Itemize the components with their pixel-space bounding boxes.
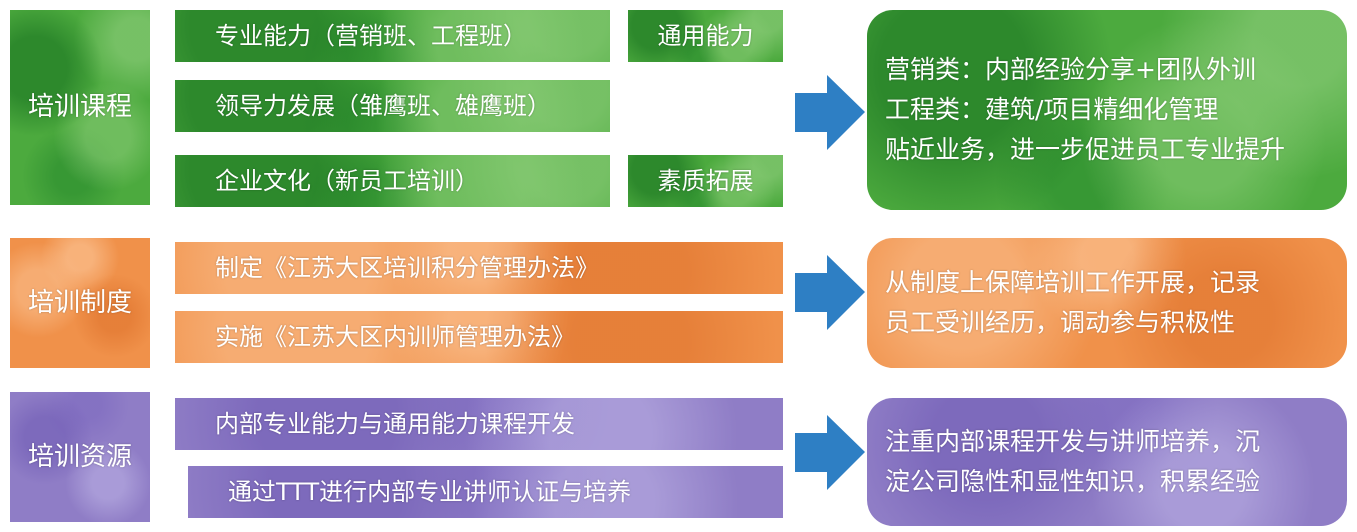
- course-tag-quality-expansion: 素质拓展: [628, 155, 783, 207]
- training-system-label: 培训制度: [10, 238, 150, 368]
- course-item-leadership: 领导力发展（雏鹰班、雄鹰班）: [175, 80, 610, 132]
- resource-result-line-2: 淀公司隐性和显性知识，积累经验: [885, 467, 1261, 496]
- resource-item-ttt: 通过TTT进行内部专业讲师认证与培养: [188, 466, 783, 518]
- system-item-points: 制定《江苏大区培训积分管理办法》: [175, 242, 783, 294]
- course-result-line-3: 贴近业务，进一步促进员工专业提升: [885, 135, 1286, 164]
- training-resources-label: 培训资源: [10, 392, 150, 522]
- arrow-right-icon: [795, 415, 865, 490]
- system-item-trainers: 实施《江苏大区内训师管理办法》: [175, 311, 783, 363]
- course-result-line-1: 营销类：内部经验分享+团队外训: [885, 55, 1256, 84]
- course-item-professional: 专业能力（营销班、工程班）: [175, 10, 610, 62]
- course-item-culture: 企业文化（新员工培训）: [175, 155, 610, 207]
- system-result-line-2: 员工受训经历，调动参与积极性: [885, 308, 1236, 337]
- course-result-line-2: 工程类：建筑/项目精细化管理: [885, 95, 1219, 124]
- system-result-line-1: 从制度上保障培训工作开展，记录: [885, 268, 1261, 297]
- resource-result-box: 注重内部课程开发与讲师培养，沉 淀公司隐性和显性知识，积累经验: [867, 398, 1347, 526]
- resource-result-line-1: 注重内部课程开发与讲师培养，沉: [885, 427, 1261, 456]
- arrow-right-icon: [795, 255, 865, 330]
- training-courses-label: 培训课程: [10, 10, 150, 205]
- course-tag-general-ability: 通用能力: [628, 10, 783, 62]
- course-result-box: 营销类：内部经验分享+团队外训 工程类：建筑/项目精细化管理 贴近业务，进一步促…: [867, 10, 1347, 210]
- resource-item-course-dev: 内部专业能力与通用能力课程开发: [175, 398, 783, 450]
- system-result-box: 从制度上保障培训工作开展，记录 员工受训经历，调动参与积极性: [867, 238, 1347, 368]
- arrow-right-icon: [795, 75, 865, 150]
